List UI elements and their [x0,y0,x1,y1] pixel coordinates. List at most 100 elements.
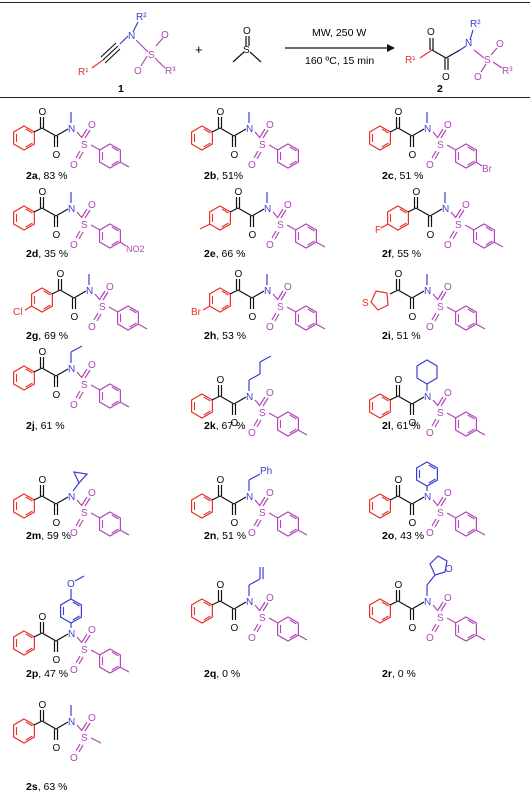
product-label: 2 [437,83,443,95]
svg-text:N: N [246,124,253,135]
caption-2g: 2g, 69 % [26,330,69,342]
svg-text:N: N [68,492,75,503]
compound-id: 2a [26,170,38,182]
caption-2h: 2h, 53 % [204,330,247,342]
svg-text:O: O [248,428,256,439]
svg-text:O: O [53,518,61,529]
svg-text:O: O [427,27,435,38]
svg-text:O: O [248,528,256,539]
svg-text:O: O [217,375,225,386]
svg-text:O: O [39,700,47,711]
svg-text:R²: R² [136,12,147,23]
caption-2r: 2r, 0 % [382,668,416,680]
svg-text:R²: R² [470,19,481,30]
compound-id: 2k [204,420,216,432]
svg-text:O: O [249,312,257,323]
svg-text:O: O [444,282,452,293]
svg-text:O: O [444,388,452,399]
svg-text:O: O [70,240,78,251]
svg-text:Ph: Ph [260,466,272,477]
caption-2j: 2j, 61 % [26,420,65,432]
compound-id: 2c [382,170,394,182]
svg-text:O: O [88,488,96,499]
compound-yield: 55 % [397,248,422,260]
svg-text:N: N [68,629,75,640]
svg-text:S: S [437,140,444,151]
svg-text:O: O [426,528,434,539]
compound-id: 2f [382,248,392,260]
svg-text:Br: Br [191,307,202,318]
compound-yield: 51 % [399,170,424,182]
svg-text:O: O [266,120,274,131]
svg-text:R³: R³ [165,66,176,77]
compound-yield: 53 % [222,330,247,342]
compound-id: 2e [204,248,216,260]
svg-text:O: O [266,388,274,399]
svg-text:N: N [246,597,253,608]
svg-text:O: O [231,150,239,161]
compound-yield: 47 % [44,668,69,680]
svg-text:S: S [81,140,88,151]
svg-text:O: O [395,580,403,591]
header-reactant [91,21,166,69]
svg-text:S: S [277,220,284,231]
svg-text:N: N [424,597,431,608]
compound-id: 2b [204,170,217,182]
svg-text:O: O [409,518,417,529]
svg-text:O: O [413,187,421,198]
svg-text:O: O [444,240,452,251]
svg-text:O: O [39,475,47,486]
header-rule [0,97,530,98]
compound-id: 2h [204,330,217,342]
svg-text:R³: R³ [502,66,513,77]
caption-2a: 2a, 83 % [26,170,68,182]
svg-text:O: O [284,200,292,211]
compound-yield: 67 % [221,420,246,432]
compound-id: 2o [382,530,395,542]
compound-yield: 61 % [40,420,65,432]
svg-text:O: O [395,475,403,486]
compound-id: 2p [26,668,39,680]
svg-text:O: O [426,633,434,644]
svg-text:S: S [148,50,155,61]
svg-text:O: O [88,200,96,211]
svg-text:O: O [445,564,453,575]
svg-text:O: O [134,66,142,77]
svg-text:S: S [437,408,444,419]
compound-yield: 0 % [222,668,241,680]
svg-text:O: O [409,312,417,323]
compound-id: 2l [382,420,391,432]
compound-yield: 51 % [396,330,421,342]
svg-text:O: O [53,743,61,754]
svg-text:O: O [217,580,225,591]
compound-yield: 63 % [43,781,68,793]
compound-yield: 51% [222,170,244,182]
svg-text:O: O [39,612,47,623]
reactant-label: 1 [118,83,124,95]
caption-2c: 2c, 51 % [382,170,424,182]
svg-text:S: S [455,220,462,231]
svg-text:O: O [395,269,403,280]
svg-text:N: N [128,31,135,42]
svg-text:F: F [375,225,381,236]
svg-text:O: O [444,120,452,131]
compound-id: 2n [204,530,217,542]
svg-text:O: O [70,665,78,676]
plus-sign: + [195,42,203,57]
svg-text:S: S [81,733,88,744]
svg-text:Cl: Cl [13,307,22,318]
svg-text:N: N [68,717,75,728]
svg-text:O: O [71,312,79,323]
svg-text:O: O [409,150,417,161]
svg-text:Br: Br [482,164,493,175]
